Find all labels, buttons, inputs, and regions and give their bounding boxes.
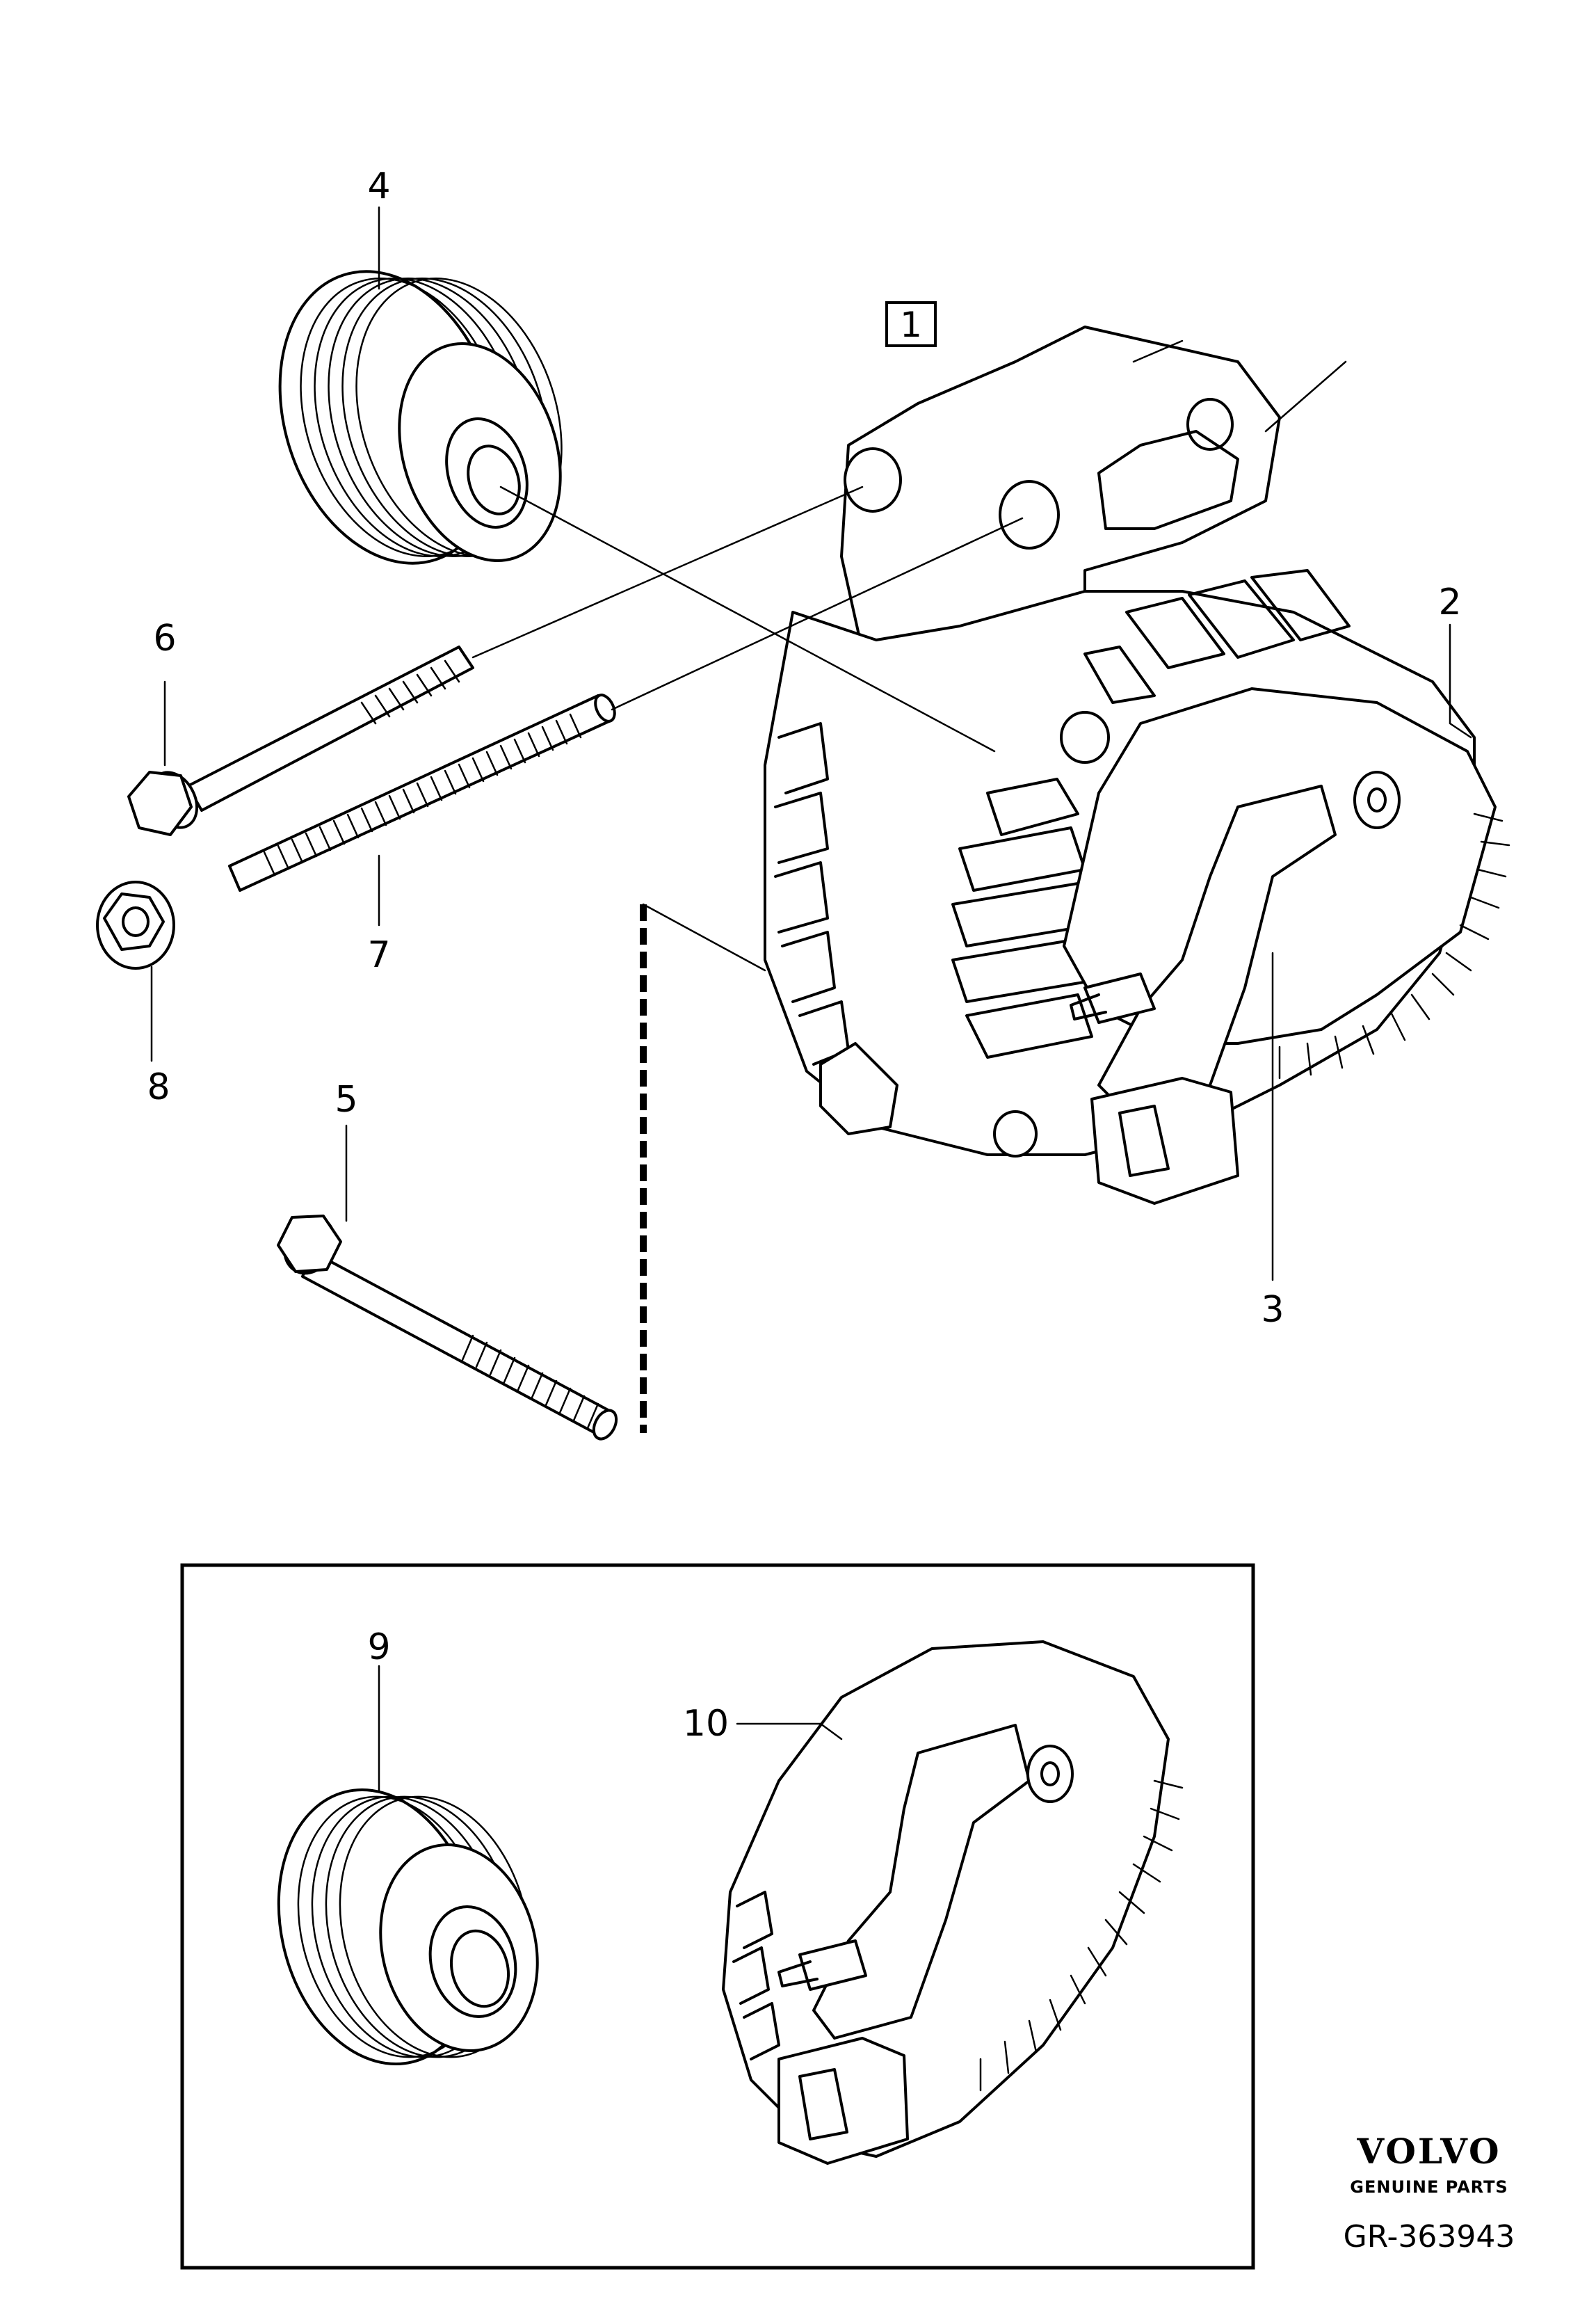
callout-3: 3 — [1261, 1289, 1284, 1331]
brand-tagline: GENUINE PARTS — [1350, 2177, 1508, 2197]
volvo-logo: VOLVO GENUINE PARTS — [1350, 2131, 1508, 2197]
brand-name: VOLVO — [1356, 2131, 1501, 2172]
rear-cover-part-10 — [722, 1640, 1184, 2165]
callout-2: 2 — [1438, 582, 1461, 623]
pulley-part-4 — [278, 270, 563, 565]
leader-lines — [150, 206, 1472, 1281]
bolt-part-6 — [127, 646, 474, 836]
reference-number: GR-363943 — [1344, 2219, 1515, 2255]
stud-part-7 — [228, 694, 616, 892]
callout-4: 4 — [367, 166, 390, 207]
callout-7: 7 — [367, 934, 390, 976]
pulley-part-9 — [277, 1788, 539, 2065]
callout-6: 6 — [153, 618, 176, 659]
box-leader-lines — [378, 1665, 843, 1793]
callout-9: 9 — [367, 1626, 390, 1668]
nut-part-8 — [96, 881, 175, 970]
assembly-marker-label: 1 — [900, 305, 922, 345]
alternator-part-2 — [764, 326, 1510, 1205]
callout-10: 10 — [683, 1703, 729, 1745]
callout-8: 8 — [147, 1066, 170, 1108]
callout-5: 5 — [334, 1079, 357, 1121]
bolt-part-5 — [277, 1215, 618, 1441]
assembly-marker: 1 — [885, 301, 937, 347]
variant-parts-box — [180, 1563, 1255, 2270]
